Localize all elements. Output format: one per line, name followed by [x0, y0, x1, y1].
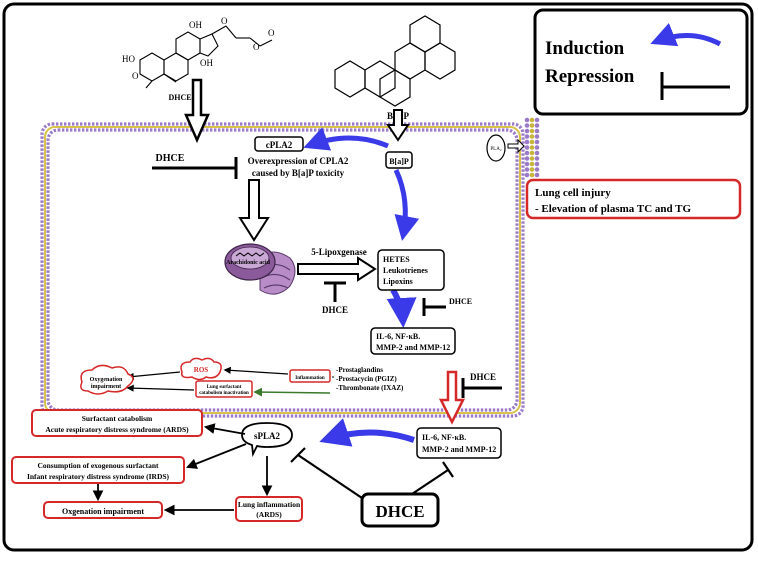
- lung-inflammation-box: [235, 496, 303, 522]
- consumption-line1: Consumption of exogenous surfactant: [37, 461, 159, 470]
- lung-inflammation-line1: Lung inflammation: [238, 500, 301, 509]
- dhce-inhibit-il6-bar: [442, 461, 454, 478]
- pla2-arrow: [507, 138, 525, 154]
- cpla2-text-line1: Overexpression of CPLA2: [248, 156, 349, 166]
- atom-o-4: O: [268, 28, 275, 38]
- dhce-inhibit-il6-line: [411, 469, 449, 495]
- il6-box-1: [370, 327, 456, 355]
- prostaglandins-line1: -Prostaglandins: [336, 366, 383, 374]
- surfactant-to-oxygenation: [126, 384, 195, 392]
- lipoxygenase-arrow: [297, 256, 377, 282]
- surfactant-inactivation-line2: catabolism inactivation: [199, 391, 249, 396]
- il6-box2-line1: IL-6, NF-κB.: [422, 433, 466, 442]
- dhce-big-label: DHCE: [375, 502, 424, 521]
- pla2-oval: [486, 134, 506, 162]
- surfactant-catabolism-line2: Acute respiratory distress syndrome (ARD…: [45, 425, 189, 434]
- spla2-to-consumption: [185, 443, 247, 469]
- cpla2-down-arrow: [238, 179, 270, 242]
- lung-injury-line1: Lung cell injury: [535, 187, 611, 199]
- legend-box: [533, 8, 749, 116]
- bap-structure: [334, 15, 456, 107]
- consumption-box: [11, 456, 185, 484]
- cpla2-label: cPLA2: [266, 140, 293, 150]
- dhce-inhibit-spla2-line: [297, 454, 363, 499]
- atom-o-2: O: [221, 16, 228, 26]
- blue-arrow-bap-to-hetes: [393, 168, 420, 241]
- oxygenation-line1: Oxygenation: [90, 377, 123, 383]
- atom-oh-2: OH: [200, 58, 213, 68]
- ros-to-oxygenation: [126, 371, 181, 381]
- il6-box-2: [416, 427, 502, 459]
- ros-label: ROS: [194, 366, 209, 374]
- hetes-line3: Lipoxins: [383, 277, 413, 286]
- oxygenation-impairment-box: [43, 501, 163, 519]
- cpla2-box: [254, 136, 304, 152]
- dhce-structure: [139, 25, 273, 89]
- prostaglandins-line2: -Prostacycin (PGIZ): [336, 375, 397, 383]
- il6-out-arrow: [438, 370, 466, 425]
- atom-ho: HO: [122, 54, 135, 64]
- lung-injury-box: [525, 178, 742, 220]
- hetes-box: [377, 249, 445, 291]
- lung-injury-line2: - Elevation of plasma TC and TG: [535, 203, 692, 215]
- legend-repression-label: Repression: [545, 66, 635, 87]
- surfactant-inactivation-box: [195, 380, 253, 398]
- bap-inside-box: [385, 151, 413, 169]
- ros-cloud: [180, 357, 222, 381]
- oxygenation-impairment-label: Oxgenation impairment: [62, 507, 144, 516]
- surfactant-catabolism-line1: Surfactant catabolism: [82, 414, 153, 423]
- dhce-atoms: OH HO OH O O O O: [122, 16, 275, 81]
- blue-arrow-il6-to-spla2: [319, 418, 415, 447]
- dhce-structure-label: DHCE: [168, 93, 191, 102]
- bap-inside-label: B[a]P: [389, 157, 409, 166]
- dhce-inhibitor-1: DHCE: [156, 153, 185, 164]
- atom-o-1: O: [132, 71, 139, 81]
- spla2-to-surfactant: [203, 423, 246, 435]
- il6-box1-line2: MMP-2 and MMP-12: [376, 343, 450, 352]
- spla2-label: sPLA2: [254, 431, 281, 441]
- inflammation-to-surfactant: [253, 387, 331, 397]
- dhce-inhibitor-2: DHCE: [322, 305, 348, 315]
- consumption-line2: Infant respiratory distress syndrome (IR…: [27, 472, 170, 481]
- blue-arrow-bap-to-cpla2: [303, 127, 389, 151]
- atom-oh-1: OH: [189, 20, 202, 30]
- arachidonic-label: Arachidonic acid: [226, 260, 270, 266]
- oxygenation-line2: impairment: [91, 384, 121, 390]
- surfactant-inactivation-line1: Lung surfactant: [207, 385, 242, 390]
- dhce-inhibitor-3: DHCE: [449, 297, 472, 306]
- blue-arrow-hetes-to-il6: [386, 288, 417, 328]
- cell-membrane: [40, 122, 525, 418]
- hetes-line1: HETES: [383, 255, 410, 264]
- lung-inflammation-line2: (ARDS): [256, 510, 282, 519]
- inflammation-to-ros: [223, 366, 289, 375]
- lipoxygenase-label: 5-Lipoxgenase: [311, 247, 367, 257]
- dhce-big-box: [360, 492, 440, 528]
- prostaglandins-line3: -Thrombonate (IXAZ): [336, 384, 404, 392]
- dhce-entry-arrow: [184, 78, 210, 144]
- legend-induction-arrow: [650, 22, 722, 47]
- dhce-inhibitor-4: DHCE: [470, 372, 496, 382]
- membrane-stack-right: [524, 117, 540, 178]
- legend-induction-label: Induction: [545, 38, 625, 59]
- hetes-line2: Leukotrienes: [383, 266, 428, 275]
- oxygenation-cloud: [80, 364, 134, 395]
- cpla2-text-line2: caused by B[a]P toxicity: [252, 168, 345, 178]
- surfactant-catabolism-box: [31, 409, 203, 437]
- mitochondria-er: [224, 243, 296, 295]
- inflammation-label: Inflammation: [295, 376, 325, 381]
- inflammation-box: [289, 369, 331, 383]
- il6-box1-line1: IL-6, NF-κB.: [376, 332, 420, 341]
- il6-box2-line2: MMP-2 and MMP-12: [422, 445, 496, 454]
- pla2-label: PLA₂: [490, 147, 501, 152]
- spla2-bubble: [241, 422, 293, 458]
- legend: Induction Repression: [533, 8, 749, 116]
- bap-entry-arrow: [386, 109, 410, 142]
- atom-o-3: O: [253, 42, 260, 52]
- dhce-inhibit-spla2-bar: [290, 447, 306, 463]
